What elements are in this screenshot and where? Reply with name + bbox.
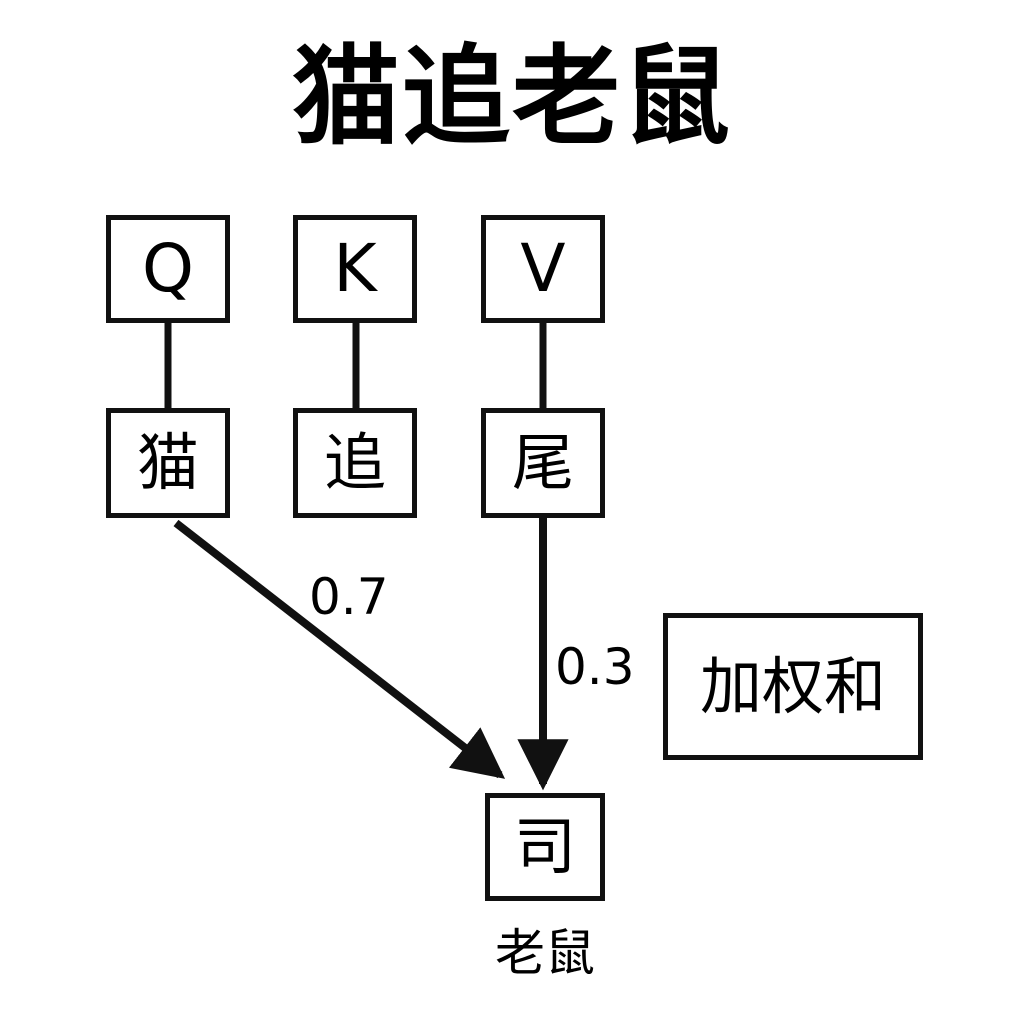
node-token-tail[interactable]: 尾 xyxy=(481,408,605,518)
node-output[interactable]: 司 xyxy=(485,793,605,901)
edge-label-weight-low: 0.3 xyxy=(555,638,635,696)
node-key[interactable]: K xyxy=(293,215,417,323)
edge-label-weight-high: 0.7 xyxy=(309,568,389,626)
node-weighted-sum-label: 加权和 xyxy=(699,649,886,723)
output-caption: 老鼠 xyxy=(495,924,595,982)
node-query-label: Q xyxy=(142,230,194,307)
node-weighted-sum[interactable]: 加权和 xyxy=(663,613,923,760)
node-value-label: V xyxy=(520,230,566,307)
node-key-label: K xyxy=(333,230,377,307)
arrow-cat-to-output xyxy=(173,519,506,779)
node-output-label: 司 xyxy=(513,810,576,883)
node-token-cat-label: 猫 xyxy=(136,426,199,499)
node-token-chase-label: 追 xyxy=(323,426,386,499)
node-token-tail-label: 尾 xyxy=(511,426,574,499)
page-title: 猫追老鼠 xyxy=(291,35,732,160)
node-token-chase[interactable]: 追 xyxy=(293,408,417,518)
node-query[interactable]: Q xyxy=(106,215,230,323)
node-value[interactable]: V xyxy=(481,215,605,323)
node-token-cat[interactable]: 猫 xyxy=(106,408,230,518)
